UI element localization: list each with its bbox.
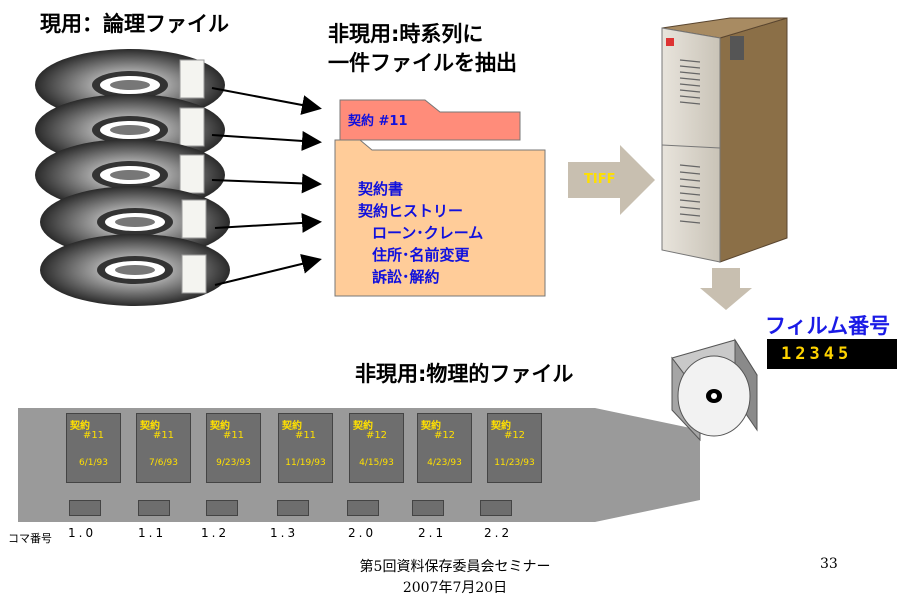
film-number-label: フィルム番号 [765,314,891,338]
frame-number-label: コマ番号 [8,532,52,545]
folder-line-4: 住所･名前変更 [372,246,470,264]
film-sprocket [138,500,170,516]
frame-number-2: 1.1 [138,526,167,540]
title-extract-line2: 一件ファイルを抽出 [328,51,517,75]
frame-number-3: 1.2 [201,526,230,540]
frame-contract: 契約 [421,421,441,432]
frame-number: #11 [82,430,105,441]
title-physical-file: 非現用:物理的ファイル [355,362,574,386]
film-frame-5: 契約 #12 4/15/93 [349,413,404,483]
frame-contract: 契約 [353,421,373,432]
frame-number-7: 2.2 [484,526,513,540]
film-frame-6: 契約 #12 4/23/93 [417,413,472,483]
film-frame-1: 契約 #11 6/1/93 [66,413,121,483]
frame-number: #12 [365,430,388,441]
folder-line-3: ローン･クレーム [372,224,484,242]
frame-date: 11/23/93 [494,458,535,468]
footer-date: 2007年7月20日 [402,580,508,596]
server-icon [661,17,788,263]
page-number: 33 [820,556,838,572]
film-sprocket [347,500,379,516]
tiff-arrow [568,145,655,215]
disk-5 [40,234,230,306]
film-number-counter: 12345 [767,339,897,369]
folder-tab-label: 契約 #11 [348,114,408,129]
title-current-logical-file: 現用：論理ファイル [40,12,229,36]
tiff-label: TIFF [584,172,616,187]
frame-contract: 契約 [491,421,511,432]
frame-number-5: 2.0 [348,526,377,540]
frame-date: 11/19/93 [285,458,326,468]
down-arrow [700,268,752,310]
film-sprocket [412,500,444,516]
film-reel-icon [671,338,758,442]
title-extract-line1: 非現用:時系列に [328,22,484,46]
frame-number: #12 [433,430,456,441]
folder-icon [334,99,546,297]
frame-number: #11 [222,430,245,441]
frame-number: #12 [503,430,526,441]
film-frame-4: 契約 #11 11/19/93 [278,413,333,483]
frame-date: 7/6/93 [149,458,178,468]
film-sprocket [69,500,101,516]
film-frame-7: 契約 #12 11/23/93 [487,413,542,483]
disk-to-folder-arrows [211,87,322,286]
disk-stack [35,49,230,306]
folder-line-2: 契約ヒストリー [358,202,464,220]
frame-contract: 契約 [140,421,160,432]
film-frame-3: 契約 #11 9/23/93 [206,413,261,483]
frame-date: 4/23/93 [427,458,462,468]
frame-contract: 契約 [282,421,302,432]
frame-contract: 契約 [210,421,230,432]
film-sprocket [277,500,309,516]
film-frame-2: 契約 #11 7/6/93 [136,413,191,483]
frame-number-6: 2.1 [418,526,447,540]
film-sprocket [206,500,238,516]
folder-line-5: 訴訟･解約 [372,268,440,286]
film-sprocket [480,500,512,516]
frame-date: 6/1/93 [79,458,108,468]
frame-number-1: 1.0 [68,526,97,540]
footer-seminar-title: 第5回資料保存委員会セミナー [359,559,551,575]
frame-date: 4/15/93 [359,458,394,468]
frame-contract: 契約 [70,421,90,432]
frame-date: 9/23/93 [216,458,251,468]
frame-number: #11 [294,430,317,441]
frame-number-4: 1.3 [270,526,299,540]
title-extract: 非現用:時系列に 一件ファイルを抽出 [328,20,517,78]
frame-number: #11 [152,430,175,441]
folder-line-1: 契約書 [358,180,404,198]
